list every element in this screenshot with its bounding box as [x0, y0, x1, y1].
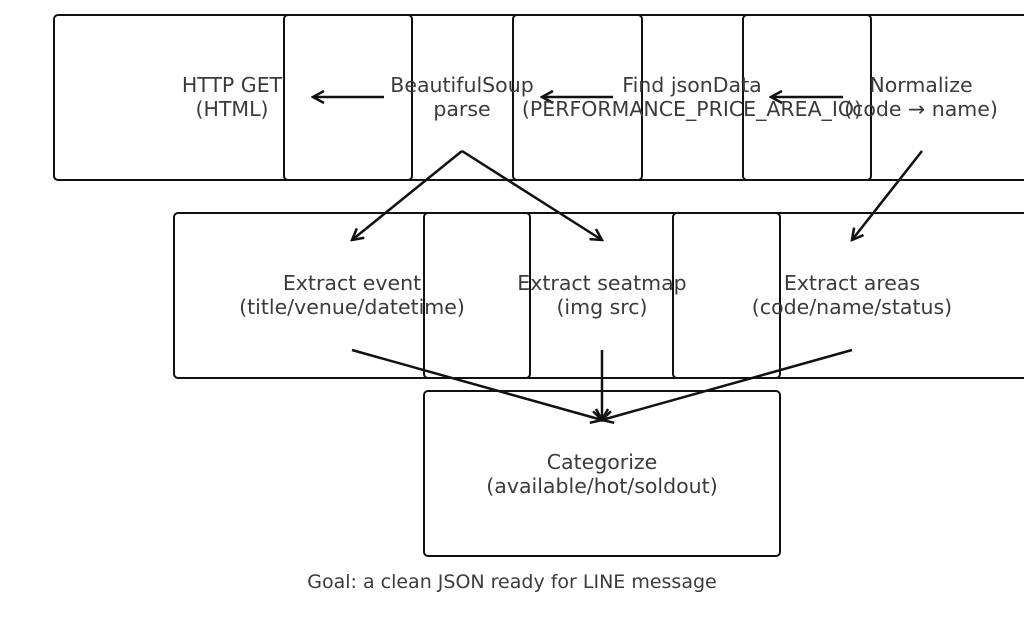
node-label-normalize-line1: Normalize	[869, 73, 973, 97]
edge-extract-event-to-categorize	[351, 348, 602, 420]
node-label-extract-event: Extract event (title/venue/datetime)	[112, 271, 592, 319]
node-label-extract-seatmap-line1: Extract seatmap	[517, 271, 687, 295]
node-label-http-get-line2: (HTML)	[195, 97, 269, 121]
node-label-parse-line2: parse	[433, 97, 491, 121]
node-label-jsondata-line1: Find jsonData	[622, 73, 762, 97]
edge-parse-to-extract-seatmap	[461, 149, 602, 240]
node-label-beautifulsoup-parse: BeautifulSoup parse	[222, 73, 702, 121]
node-label-parse-line1: BeautifulSoup	[390, 73, 534, 97]
node-label-extract-areas: Extract areas (code/name/status)	[612, 271, 1024, 319]
edge-normalize-to-extract-areas	[852, 150, 923, 240]
node-label-extract-event-line2: (title/venue/datetime)	[239, 295, 465, 319]
node-box-normalize	[742, 14, 1024, 181]
edge-parse-to-extract-event	[352, 150, 463, 240]
node-box-extract-areas	[672, 212, 1024, 379]
node-box-extract-event	[173, 212, 531, 379]
node-label-categorize-line1: Categorize	[546, 450, 658, 474]
node-label-extract-seatmap-line2: (img src)	[556, 295, 648, 319]
node-box-find-jsondata	[512, 14, 872, 181]
node-box-http-get	[53, 14, 413, 181]
node-label-extract-areas-line2: (code/name/status)	[751, 295, 953, 319]
edge-extract-areas-to-categorize	[602, 348, 853, 420]
node-box-beautifulsoup-parse	[283, 14, 643, 181]
node-label-find-jsondata: Find jsonData (PERFORMANCE_PRICE_AREA_IO…	[452, 73, 932, 121]
node-label-extract-seatmap: Extract seatmap (img src)	[362, 271, 842, 319]
node-label-normalize: Normalize (code → name)	[681, 73, 1024, 121]
node-label-normalize-line2: (code → name)	[844, 97, 998, 121]
node-label-extract-areas-line1: Extract areas	[783, 271, 921, 295]
goal-caption: Goal: a clean JSON ready for LINE messag…	[307, 571, 717, 593]
node-label-jsondata-line2: (PERFORMANCE_PRICE_AREA_IO)	[521, 97, 863, 121]
node-label-http-get: HTTP GET (HTML)	[0, 73, 472, 121]
node-label-categorize-line2: (available/hot/soldout)	[486, 474, 718, 498]
node-label-extract-event-line1: Extract event	[282, 271, 422, 295]
node-label-categorize: Categorize (available/hot/soldout)	[362, 450, 842, 498]
node-label-http-get-line1: HTTP GET	[181, 73, 283, 97]
